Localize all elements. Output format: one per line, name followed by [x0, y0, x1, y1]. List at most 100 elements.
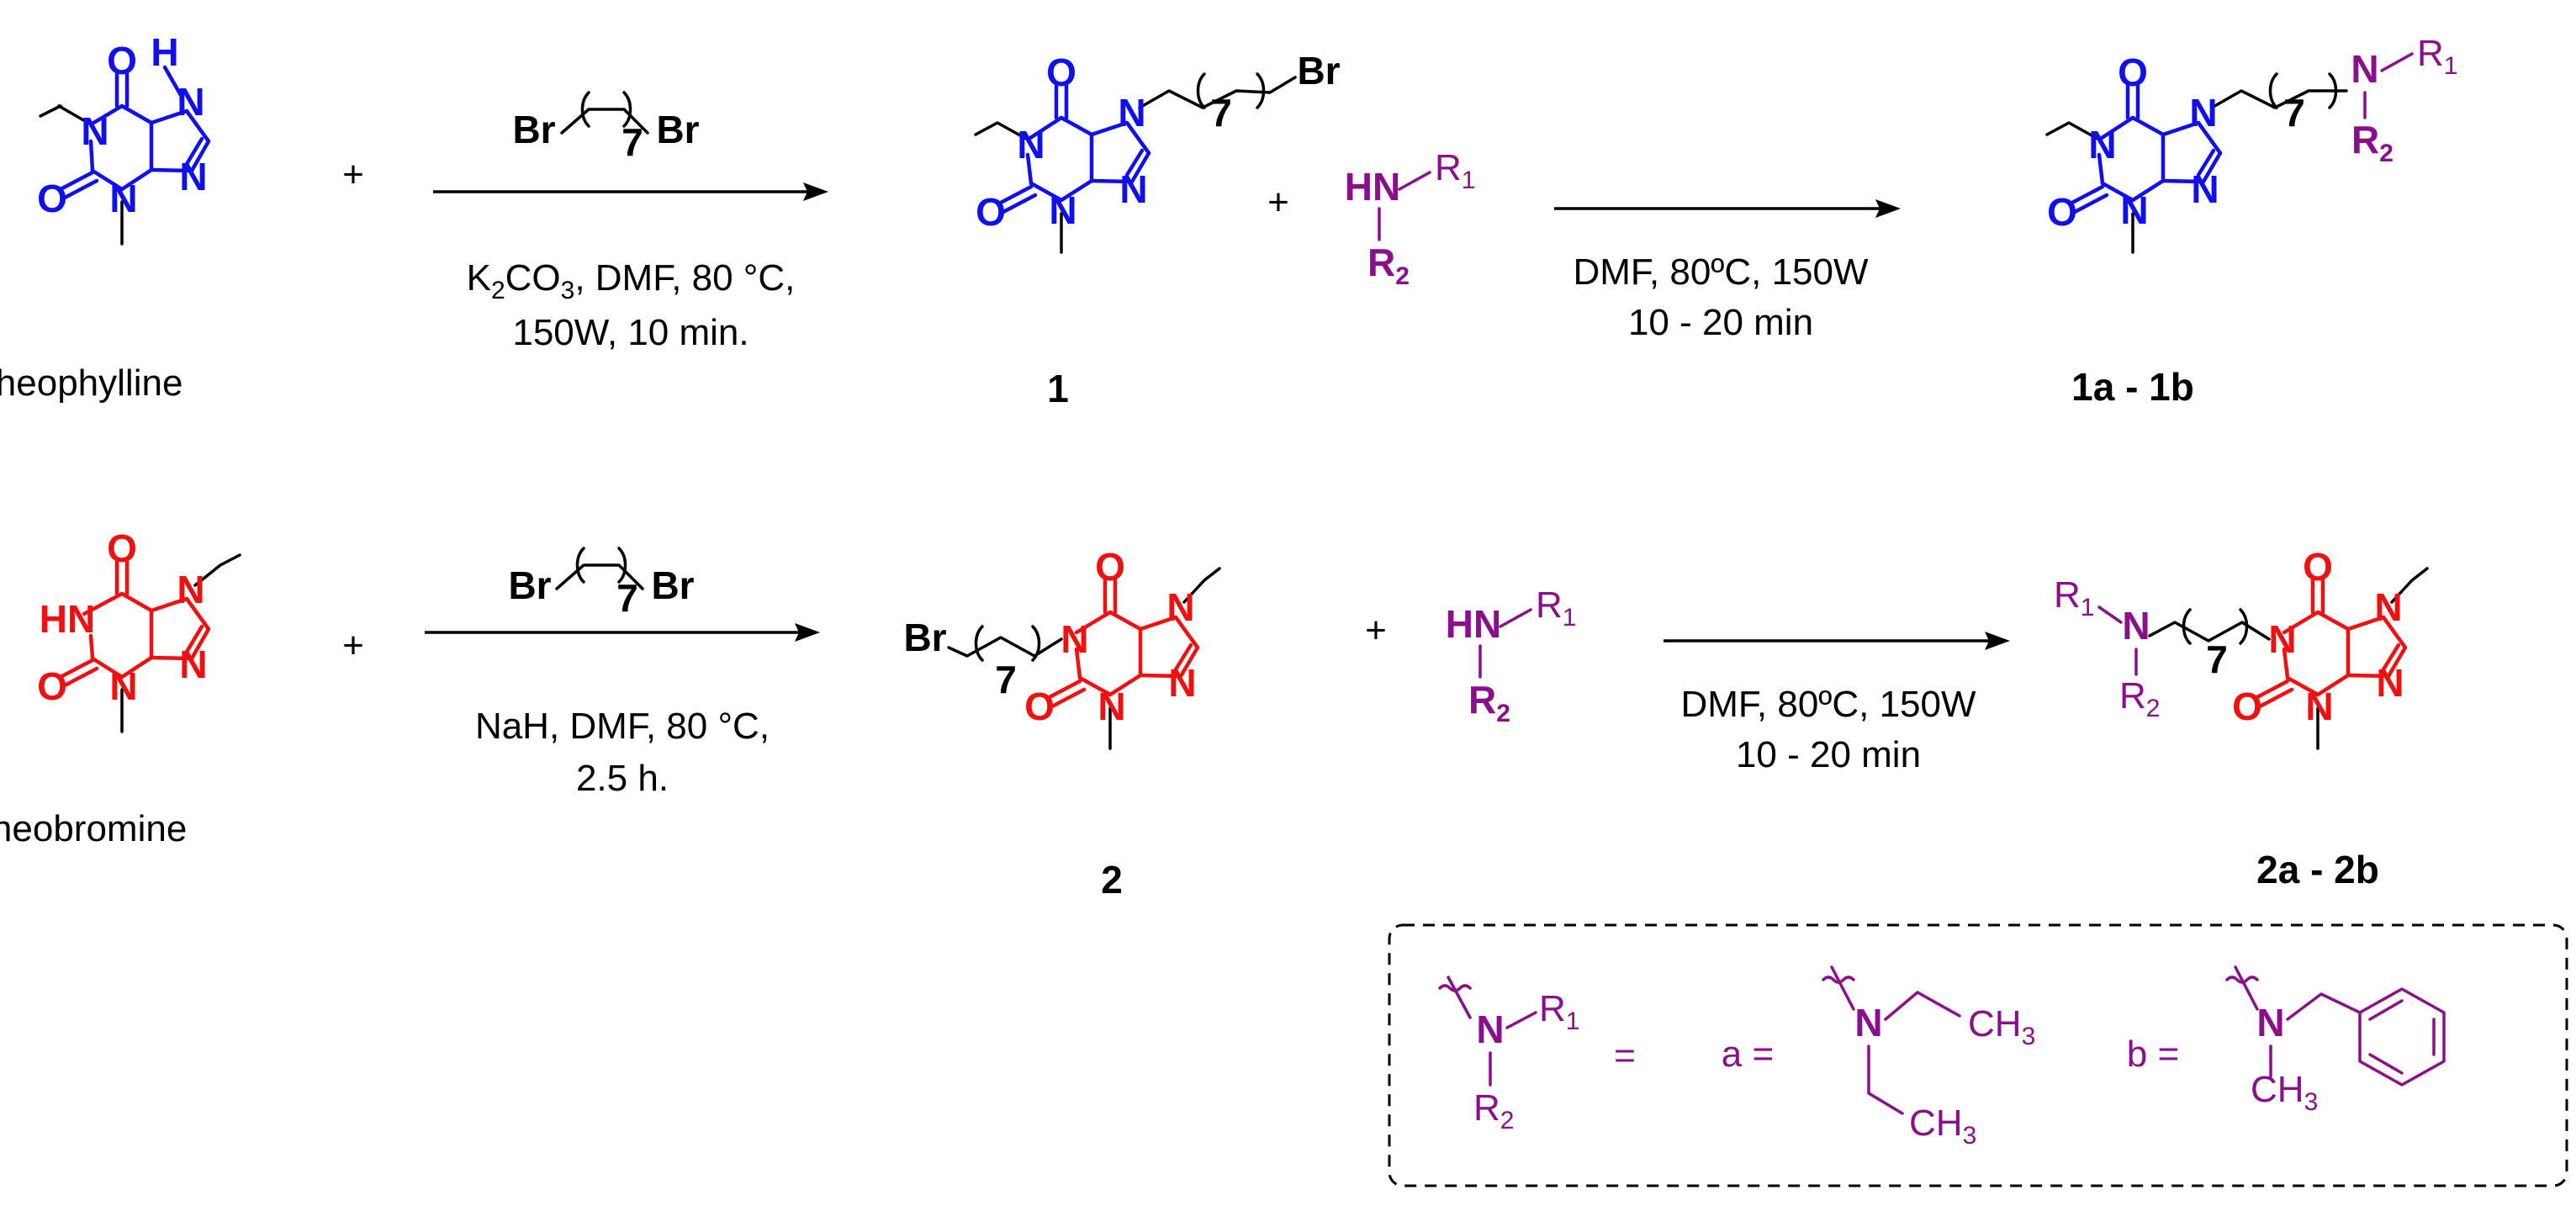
atom-br: Br: [512, 108, 555, 151]
chain-count: 7: [1210, 91, 1232, 135]
atom-n: N: [179, 643, 207, 686]
chain-count: 7: [2283, 91, 2305, 135]
conditions-4-line2: 10 - 20 min: [1736, 734, 1921, 775]
legend-a-label: a =: [1722, 1034, 1774, 1075]
atom-n: N: [2122, 604, 2150, 648]
compound-1-label: 1: [1047, 367, 1069, 410]
atom-n: N: [2256, 1001, 2284, 1044]
product-1a-1b-structure: O N O N N N 7 N R1 R2: [2045, 33, 2457, 254]
conditions-4-line1: DMF, 80ºC, 150W: [1680, 684, 1976, 725]
atom-n: N: [2189, 91, 2217, 135]
atom-n: N: [179, 155, 207, 198]
atom-o: O: [1046, 50, 1076, 94]
atom-n: N: [177, 568, 204, 611]
atom-n: N: [1098, 685, 1125, 728]
theophylline-label: theophylline: [0, 362, 182, 404]
compound-2-structure: O N O N N N 7 Br: [903, 545, 1221, 750]
reaction-arrow-3: [425, 623, 820, 642]
r2-label: R2: [2119, 675, 2160, 722]
ch3-label: CH3: [1968, 1003, 2035, 1050]
atom-o: O: [37, 664, 67, 708]
reaction-arrow-1: [433, 182, 828, 201]
conditions-3-line1: NaH, DMF, 80 °C,: [475, 706, 770, 747]
chain-count: 7: [616, 576, 638, 620]
atom-n: N: [2120, 188, 2148, 232]
atom-n: N: [2305, 685, 2333, 728]
atom-br: Br: [508, 563, 551, 607]
atom-n: N: [1119, 167, 1147, 211]
atom-n: N: [1854, 1001, 1882, 1044]
atom-n: N: [1168, 661, 1196, 705]
compound-2a-2b-label: 2a - 2b: [2256, 848, 2379, 891]
atom-o: O: [107, 526, 137, 570]
chain-count: 7: [622, 120, 643, 164]
chain-count: 7: [995, 658, 1017, 701]
atom-n: N: [1166, 585, 1194, 629]
plus-sign: +: [342, 154, 364, 195]
atom-n: N: [1061, 617, 1088, 661]
atom-n: N: [2351, 47, 2378, 91]
theobromine-structure: O HN O N N N: [37, 526, 241, 733]
conditions-2-line1: DMF, 80ºC, 150W: [1573, 251, 1869, 293]
theophylline-structure: O N O N N H N: [37, 30, 211, 246]
atom-o: O: [107, 39, 137, 82]
r2-label: R2: [1367, 241, 1410, 290]
plus-sign: +: [1267, 182, 1289, 223]
atom-br: Br: [1297, 49, 1340, 93]
legend-b-label: b =: [2127, 1034, 2179, 1075]
atom-br: Br: [651, 563, 694, 607]
dibromoalkane-reagent-2: Br 7 Br: [508, 547, 695, 620]
atom-n: N: [1049, 188, 1076, 232]
ch3-label: CH3: [2251, 1069, 2318, 1116]
atom-hn: HN: [1345, 165, 1400, 209]
reaction-arrow-4: [1664, 632, 2010, 650]
atom-n: N: [1118, 91, 1145, 135]
atom-n: N: [2088, 123, 2116, 167]
plus-sign: +: [342, 625, 364, 666]
r1-label: R1: [1536, 584, 1576, 632]
r1-label: R1: [2054, 574, 2094, 621]
atom-n: N: [81, 109, 108, 153]
equals-sign: =: [1614, 1035, 1636, 1076]
dibromoalkane-reagent-1: Br 7 Br: [512, 91, 700, 164]
r2-label: R2: [1473, 1087, 1514, 1134]
product-2a-2b-structure: O N O N N N 7 N R1 R2: [2054, 545, 2429, 750]
atom-n: N: [2374, 585, 2402, 629]
atom-n: N: [2376, 661, 2404, 705]
atom-o: O: [1095, 545, 1125, 589]
atom-h: H: [151, 30, 178, 74]
conditions-3-line2: 2.5 h.: [576, 758, 669, 799]
plus-sign: +: [1365, 610, 1387, 651]
r1-label: R1: [1539, 988, 1579, 1035]
amine-reagent-2: HN R1 R2: [1446, 584, 1577, 727]
r1-label: R1: [2417, 33, 2457, 80]
atom-hn: HN: [1446, 602, 1501, 646]
atom-o: O: [37, 177, 67, 220]
atom-n: N: [177, 80, 204, 124]
atom-n: N: [109, 177, 137, 220]
substituent-legend: N R1 R2 = a = N CH3 CH3 b = N CH3: [1388, 923, 2568, 1187]
atom-o: O: [2118, 50, 2148, 94]
atom-br: Br: [903, 616, 946, 659]
atom-n: N: [1017, 123, 1045, 167]
atom-o: O: [2047, 190, 2077, 234]
conditions-2-line2: 10 - 20 min: [1628, 302, 1813, 343]
atom-o: O: [1024, 685, 1055, 728]
atom-o: O: [976, 190, 1006, 234]
conditions-1-line1: K2CO3, DMF, 80 °C,: [467, 257, 796, 304]
amine-reagent-1: HN R1 R2: [1345, 147, 1476, 290]
atom-o: O: [2303, 545, 2333, 589]
reaction-arrow-2: [1554, 199, 1901, 218]
atom-hn: HN: [40, 597, 95, 641]
r1-label: R1: [1435, 147, 1475, 194]
conditions-1-line2: 150W, 10 min.: [512, 312, 748, 353]
compound-2-label: 2: [1101, 858, 1123, 902]
r2-label: R2: [2351, 118, 2394, 167]
benzene-ring: [2358, 987, 2446, 1087]
atom-n: N: [2191, 167, 2219, 211]
atom-br: Br: [656, 108, 699, 151]
atom-o: O: [2232, 685, 2262, 728]
ch3-label: CH3: [1909, 1103, 1976, 1150]
atom-n: N: [2268, 617, 2296, 661]
